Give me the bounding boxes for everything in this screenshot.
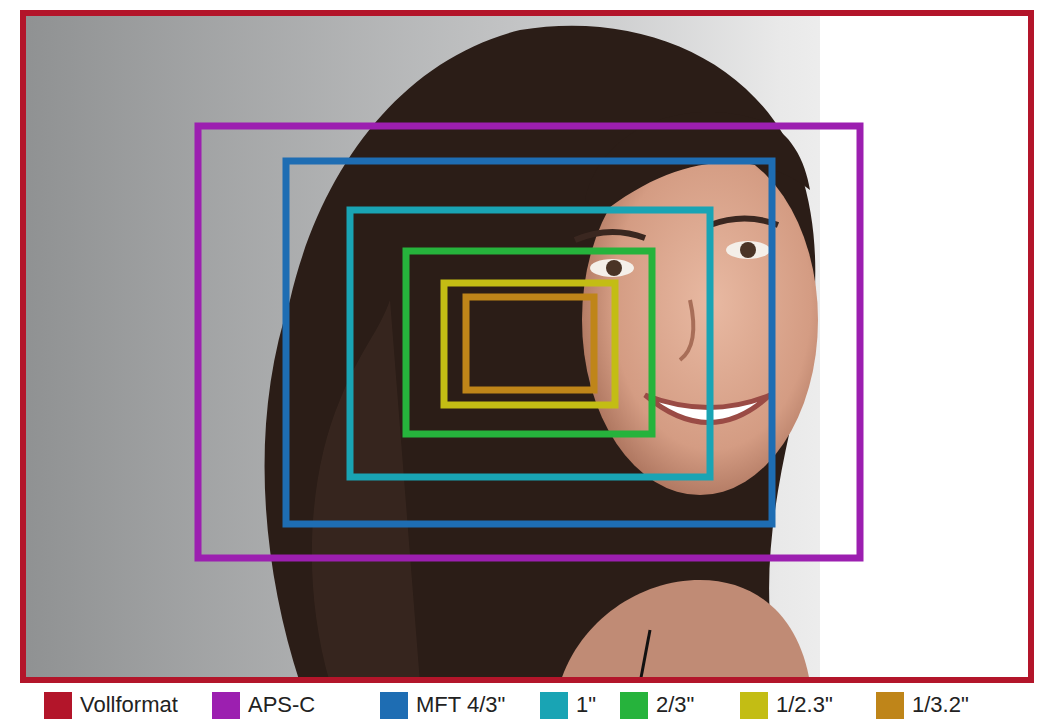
legend-label: APS-C [248,691,315,719]
legend-swatch [876,692,904,719]
legend-label: Vollformat [80,691,178,719]
legend-swatch [380,692,408,719]
legend-label: 2/3" [656,691,694,719]
legend-swatch [620,692,648,719]
legend-swatch [740,692,768,719]
legend-swatch [540,692,568,719]
legend-label: MFT 4/3" [416,691,505,719]
legend-swatch [212,692,240,719]
legend-label: 1/2.3" [776,691,833,719]
legend-label: 1" [576,691,596,719]
legend-label: 1/3.2" [912,691,969,719]
legend-swatch [44,692,72,719]
portrait-illustration [0,0,1037,683]
legend: Vollformat APS-C MFT 4/3" 1" 2/3" 1/2.3" 1/3.2… [0,683,1037,726]
